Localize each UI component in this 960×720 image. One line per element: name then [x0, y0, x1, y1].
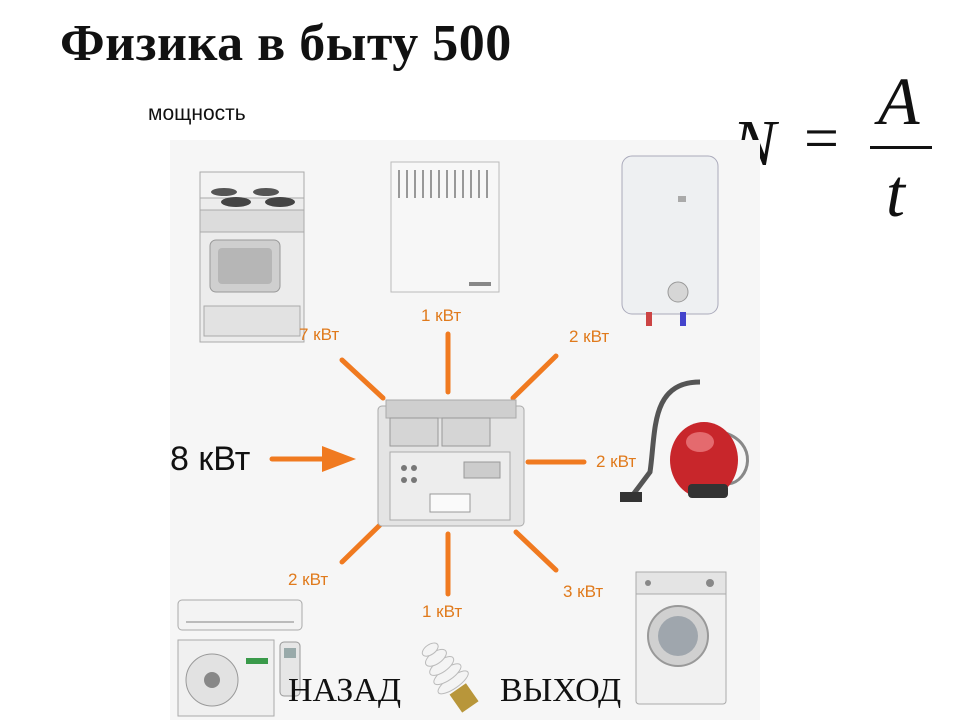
- formula-equals: =: [804, 105, 839, 173]
- air-conditioner-icon: [177, 599, 303, 717]
- boiler-icon: [621, 155, 719, 326]
- power-label-stove: 7 кВт: [299, 325, 340, 344]
- fraction-bar: [870, 146, 932, 149]
- heater-icon: [390, 161, 500, 293]
- input-arrow-head: [322, 446, 356, 472]
- washing-machine-icon: [635, 571, 727, 705]
- arrow-stove: [339, 357, 386, 401]
- slide-title: Физика в быту 500: [60, 15, 512, 72]
- power-label-bulb: 1 кВт: [422, 602, 463, 621]
- power-label-boiler: 2 кВт: [569, 327, 610, 346]
- power-label-ac: 2 кВт: [288, 570, 329, 589]
- electric-meter-icon: [377, 399, 525, 527]
- input-power-label: 8 кВт: [170, 440, 251, 478]
- bulb-icon: [421, 642, 479, 713]
- formula-denominator: t: [886, 155, 905, 231]
- power-label-washer: 3 кВт: [563, 582, 604, 601]
- arrow-washer: [513, 529, 559, 573]
- arrow-boiler: [510, 353, 559, 401]
- power-label-vacuum: 2 кВт: [596, 452, 637, 471]
- slide-subtitle: мощность: [148, 102, 246, 125]
- stove-icon: [199, 171, 305, 343]
- arrow-ac: [339, 519, 386, 565]
- formula-numerator: A: [878, 63, 920, 139]
- back-button[interactable]: НАЗАД: [288, 672, 402, 709]
- power-label-heater: 1 кВт: [421, 306, 462, 325]
- vacuum-icon: [620, 379, 749, 502]
- exit-button[interactable]: ВЫХОД: [500, 672, 622, 709]
